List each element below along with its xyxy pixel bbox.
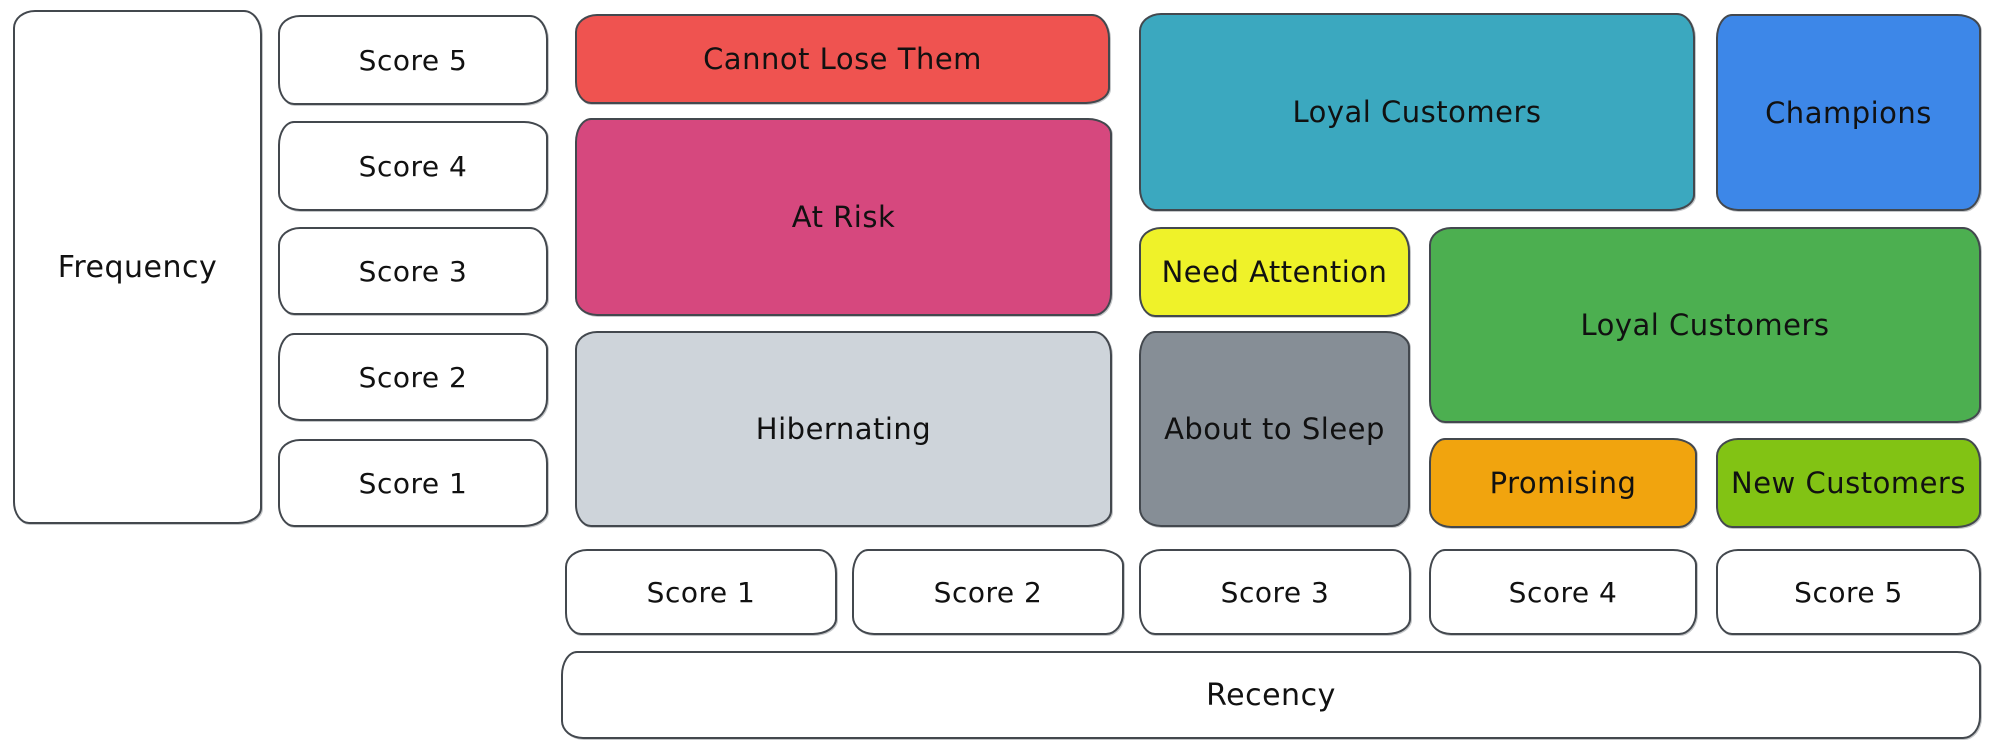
- frequency-score-4-box: Score 4: [278, 121, 548, 211]
- frequency-score-1-box: Score 1: [278, 439, 548, 527]
- segment-cannot-lose-them: Cannot Lose Them: [575, 14, 1110, 104]
- segment-at-risk: At Risk: [575, 118, 1112, 316]
- frequency-axis-box: Frequency: [13, 10, 262, 524]
- segment-promising: Promising: [1429, 438, 1697, 528]
- recency-score-3-box: Score 3: [1139, 549, 1411, 635]
- recency-score-2-box: Score 2: [852, 549, 1124, 635]
- recency-score-4-box: Score 4: [1429, 549, 1697, 635]
- segment-about-to-sleep: About to Sleep: [1139, 331, 1410, 527]
- segment-champions: Champions: [1716, 14, 1981, 211]
- segment-new-customers: New Customers: [1716, 438, 1981, 528]
- segment-loyal-customers-middle: Loyal Customers: [1429, 227, 1981, 423]
- frequency-score-3-box: Score 3: [278, 227, 548, 315]
- frequency-score-5-box: Score 5: [278, 15, 548, 105]
- segment-hibernating: Hibernating: [575, 331, 1112, 527]
- recency-axis-box: Recency: [561, 651, 1981, 739]
- recency-score-5-box: Score 5: [1716, 549, 1981, 635]
- frequency-score-2-box: Score 2: [278, 333, 548, 421]
- segment-need-attention: Need Attention: [1139, 227, 1410, 317]
- segment-loyal-customers-top: Loyal Customers: [1139, 13, 1695, 211]
- recency-score-1-box: Score 1: [565, 549, 837, 635]
